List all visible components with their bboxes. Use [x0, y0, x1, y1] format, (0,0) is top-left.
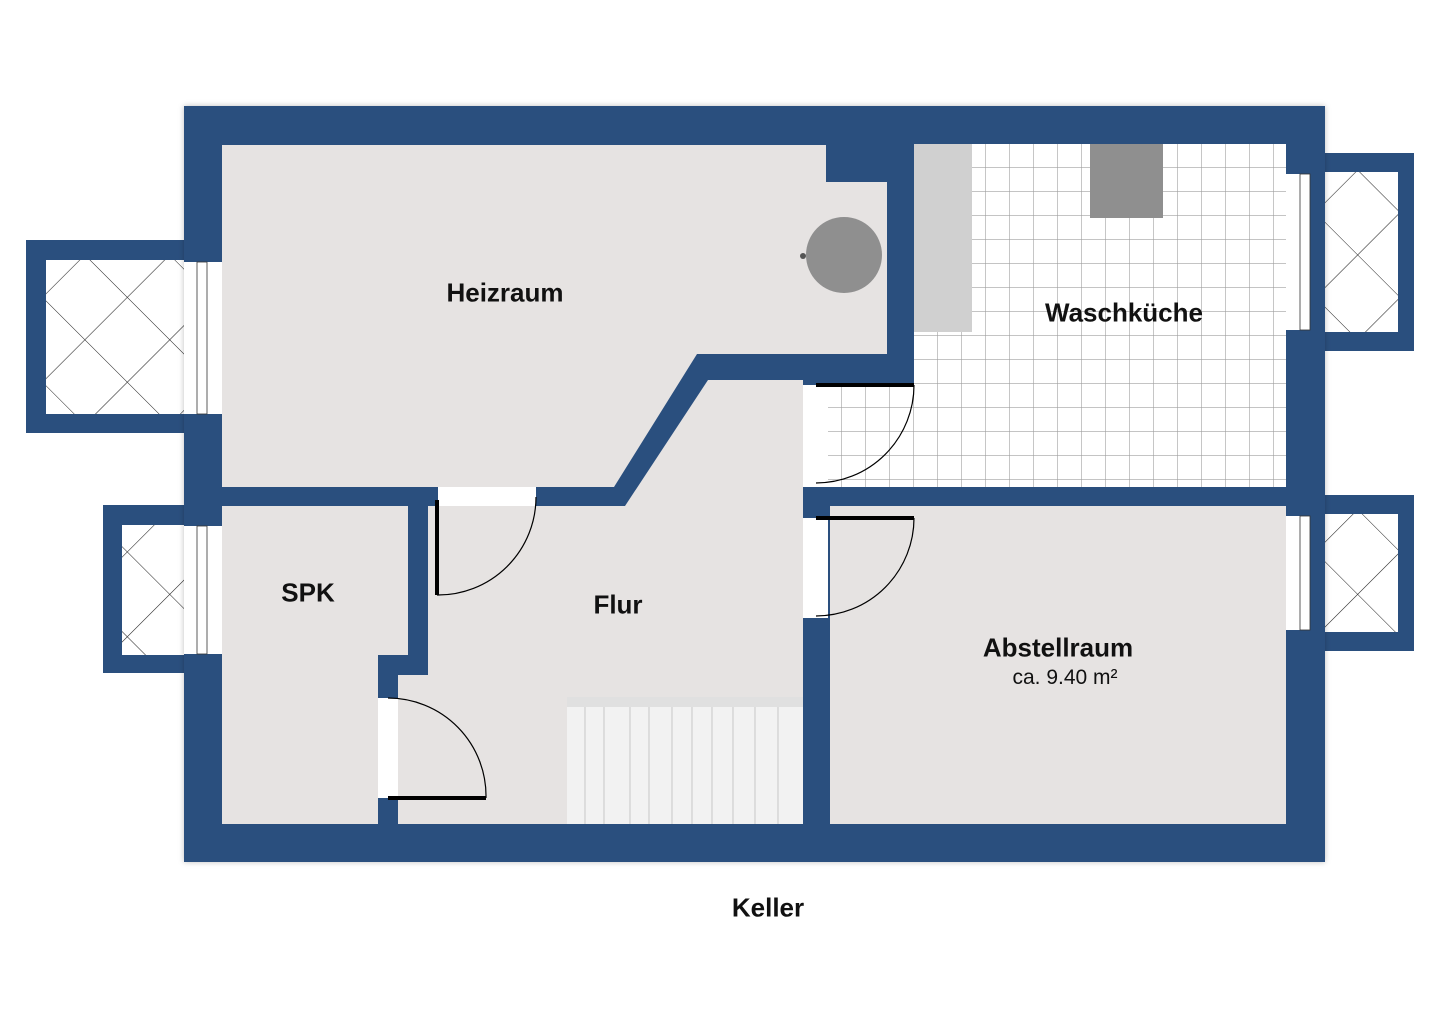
room-label-abstellraum: Abstellraum	[982, 632, 1134, 663]
room-label-heizraum: Heizraum	[446, 277, 564, 308]
room-label-spk: SPK	[281, 577, 335, 608]
room-label-waschkueche: Waschküche	[1045, 297, 1203, 328]
washing-machine-icon	[1090, 144, 1163, 218]
windows	[184, 173, 1311, 655]
floor-title: Keller	[731, 892, 805, 923]
room-label-flur: Flur	[593, 589, 643, 620]
room-heizraum-floor	[222, 145, 887, 487]
doors	[378, 383, 915, 800]
room-abstellraum-floor	[830, 506, 1286, 824]
room-spk-floor	[222, 506, 408, 824]
counter-icon	[914, 144, 972, 332]
room-area-abstellraum: ca. 9.40 m²	[1012, 666, 1118, 689]
boiler-icon	[806, 217, 882, 293]
staircase	[567, 697, 803, 824]
